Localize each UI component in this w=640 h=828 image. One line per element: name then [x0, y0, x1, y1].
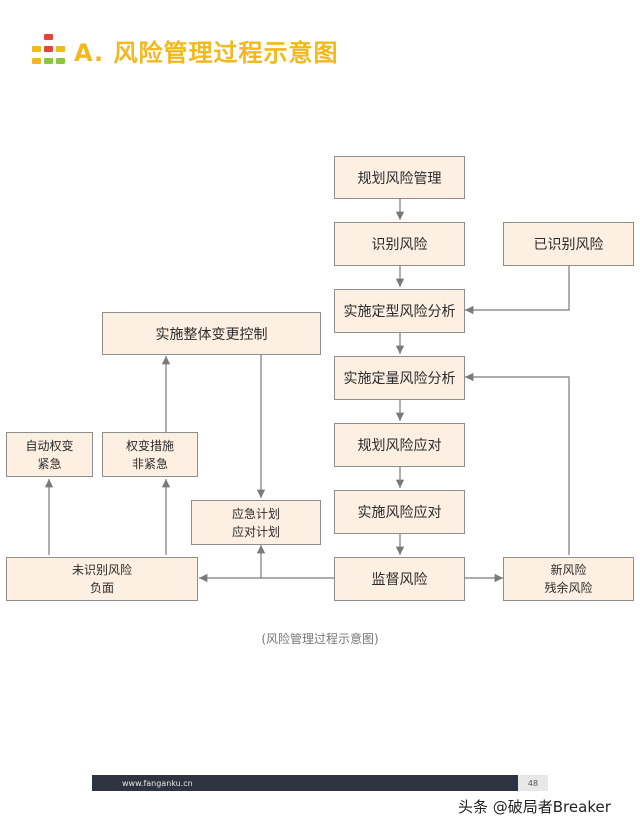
arrow-new-risk-to-quantitative: [465, 372, 570, 555]
node-unidentified-risk: 未识别风险 负面: [6, 557, 198, 601]
node-change-measures-nonurgent: 权变措施 非紧急: [102, 432, 198, 477]
node-label: 实施整体变更控制: [155, 326, 268, 343]
node-label: 实施定量风险分析: [343, 371, 456, 387]
figure-caption: (风险管理过程示意图): [261, 632, 379, 646]
footer-bar: www.fanganku.cn: [92, 775, 518, 791]
node-label: 监督风险: [371, 572, 428, 588]
node-identified-risk: 已识别风险: [503, 222, 634, 266]
page-header: A. 风险管理过程示意图: [30, 30, 430, 70]
node-label-line1: 应急计划: [231, 506, 280, 521]
node-label-line1: 权变措施: [125, 438, 174, 453]
watermark: 头条 @破局者Breaker: [458, 798, 611, 816]
node-label: 已识别风险: [533, 237, 604, 253]
node-label: 实施风险应对: [357, 505, 442, 521]
node-identify-risk: 识别风险: [334, 222, 465, 266]
node-label-line2: 紧急: [37, 456, 62, 471]
node-label-line1: 自动权变: [25, 438, 74, 453]
page-number: 48: [518, 775, 548, 791]
footer-url: www.fanganku.cn: [122, 778, 193, 788]
node-label-line1: 新风险: [550, 563, 587, 577]
node-auto-change-urgent: 自动权变 紧急: [6, 432, 93, 477]
page-title: A. 风险管理过程示意图: [74, 38, 339, 67]
node-plan-risk-management: 规划风险管理: [334, 156, 465, 199]
node-overall-change-control: 实施整体变更控制: [102, 312, 321, 355]
node-contingency-plan: 应急计划 应对计划: [191, 500, 321, 545]
node-label: 实施定型风险分析: [343, 304, 456, 320]
arrow-identified-to-qualitative: [465, 266, 570, 315]
node-plan-risk-response: 规划风险应对: [334, 423, 465, 467]
node-monitor-risk: 监督风险: [334, 557, 465, 601]
node-implement-risk-response: 实施风险应对: [334, 490, 465, 534]
node-label: 规划风险应对: [357, 438, 442, 454]
node-label-line1: 未识别风险: [71, 563, 132, 577]
node-label-line2: 残余风险: [544, 581, 593, 595]
node-qualitative-risk-analysis: 实施定型风险分析: [334, 289, 465, 333]
node-label-line2: 应对计划: [231, 524, 280, 539]
node-quantitative-risk-analysis: 实施定量风险分析: [334, 356, 465, 400]
node-label: 规划风险管理: [357, 170, 442, 187]
node-label-line2: 负面: [89, 581, 114, 595]
org-chart-icon: [30, 32, 68, 68]
node-new-residual-risk: 新风险 残余风险: [503, 557, 634, 601]
node-label: 识别风险: [371, 237, 428, 253]
node-label-line2: 非紧急: [131, 456, 168, 471]
